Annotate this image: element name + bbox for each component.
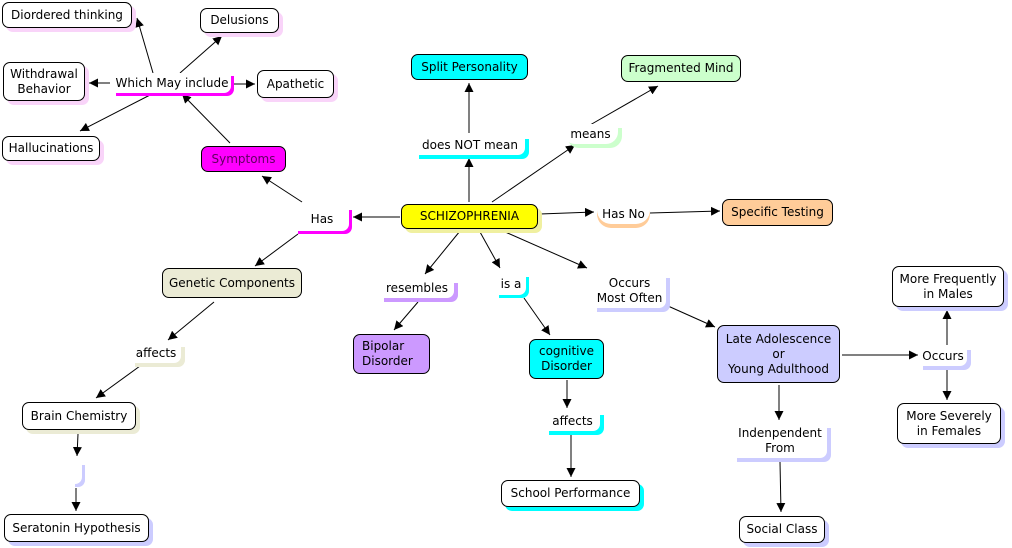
node-seratonin-hypothesis[interactable]: Seratonin Hypothesis	[4, 514, 149, 542]
node-social-class[interactable]: Social Class	[739, 516, 825, 543]
node-specific-testing[interactable]: Specific Testing	[722, 199, 833, 226]
link-is-a[interactable]: is a	[496, 274, 526, 295]
node-more-severely-females[interactable]: More Severely in Females	[897, 403, 1001, 444]
link-occurs-most-often[interactable]: Occurs Most Often	[593, 274, 666, 308]
node-diordered-thinking[interactable]: Diordered thinking	[2, 2, 132, 28]
node-apathetic[interactable]: Apathetic	[257, 70, 334, 98]
node-hallucinations[interactable]: Hallucinations	[2, 136, 100, 161]
link-has[interactable]: Has	[295, 207, 349, 231]
node-split-personality[interactable]: Split Personality	[411, 54, 528, 80]
node-symptoms[interactable]: Symptoms	[201, 146, 286, 172]
link-affects-genetic[interactable]: affects	[131, 343, 181, 363]
link-resembles[interactable]: resembles	[380, 279, 454, 298]
link-affects-cognitive[interactable]: affects	[545, 411, 600, 431]
link-occurs[interactable]: Occurs	[919, 346, 967, 366]
link-means[interactable]: means	[563, 124, 618, 144]
node-brain-chemistry[interactable]: Brain Chemistry	[22, 402, 136, 430]
node-genetic-components[interactable]: Genetic Components	[162, 268, 302, 298]
node-more-frequently-males[interactable]: More Frequently in Males	[892, 266, 1004, 307]
node-bipolar-disorder[interactable]: Bipolar Disorder	[353, 334, 430, 374]
link-blank[interactable]	[72, 462, 82, 484]
link-has-no[interactable]: Has No	[597, 204, 650, 224]
link-which-may-include[interactable]: Which May include	[113, 73, 231, 93]
node-school-performance[interactable]: School Performance	[501, 480, 640, 507]
node-schizophrenia[interactable]: SCHIZOPHRENIA	[401, 204, 538, 229]
node-cognitive-disorder[interactable]: cognitive Disorder	[529, 339, 604, 379]
node-fragmented-mind[interactable]: Fragmented Mind	[621, 55, 741, 82]
node-delusions[interactable]: Delusions	[200, 8, 279, 33]
link-does-not-mean[interactable]: does NOT mean	[415, 135, 525, 155]
link-independent-from[interactable]: Indenpendent From	[733, 424, 827, 458]
node-withdrawal-behavior[interactable]: Withdrawal Behavior	[3, 62, 85, 101]
node-late-adolescence[interactable]: Late Adolescence or Young Adulthood	[717, 325, 840, 383]
